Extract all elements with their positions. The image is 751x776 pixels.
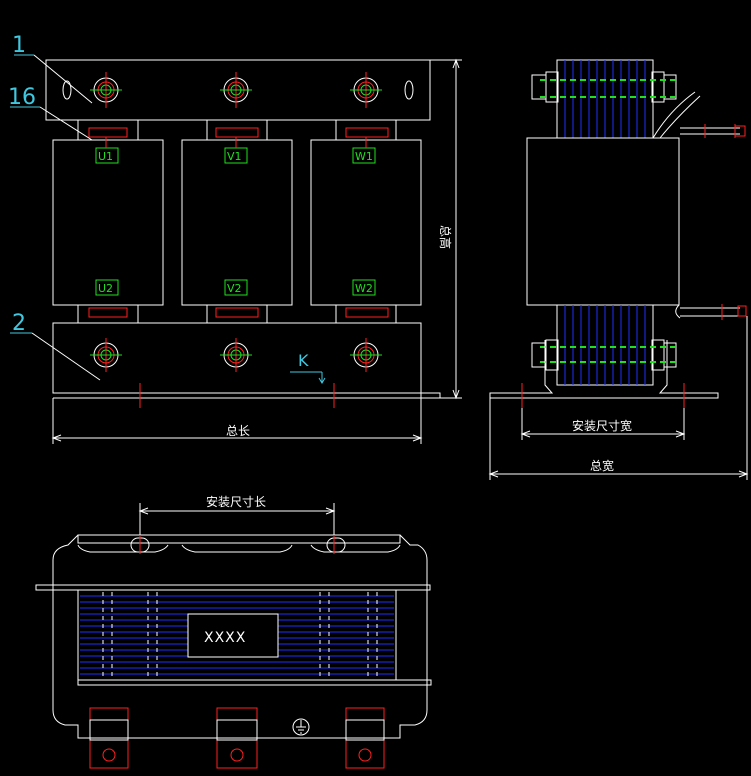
mount-slot-right xyxy=(404,80,414,100)
terminal-label-bottom: W2 xyxy=(355,282,373,295)
side-core xyxy=(526,137,680,306)
terminal-label-bottom: V2 xyxy=(227,282,242,295)
bolt-nut-icon xyxy=(90,72,122,108)
terminal-label-top: U1 xyxy=(98,150,113,163)
bolt-nut-icon xyxy=(220,72,252,108)
dim-total-height: 总高 xyxy=(438,225,453,249)
nameplate-text: XXXX xyxy=(204,630,246,646)
ground-symbol-icon xyxy=(292,718,310,736)
top-view: 安装尺寸长 xyxy=(35,494,432,769)
mount-slot-left xyxy=(62,80,72,100)
side-view: 安装尺寸宽 总宽 xyxy=(488,59,749,480)
callout-2: 2 xyxy=(12,311,26,336)
dim-mount-length: 安装尺寸长 xyxy=(206,494,266,509)
callout-1: 1 xyxy=(12,33,26,58)
dim-total-width: 总宽 xyxy=(590,458,614,473)
dim-total-length: 总长 xyxy=(226,424,250,438)
bolt-nut-icon xyxy=(90,338,122,372)
bolt-nut-icon xyxy=(350,72,382,108)
bolt-nut-icon xyxy=(220,338,252,372)
dim-mount-width: 安装尺寸宽 xyxy=(572,418,632,433)
bolt-nut-icon xyxy=(350,338,382,372)
terminal-label-top: V1 xyxy=(227,150,242,163)
front-view: U1 V1 W1 U2 V2 W2 xyxy=(8,33,462,444)
nameplate xyxy=(187,613,279,658)
terminal-label-bottom: U2 xyxy=(98,282,113,295)
top-body-outline xyxy=(52,534,428,739)
section-marker-k: K xyxy=(298,351,309,370)
callout-16: 16 xyxy=(8,85,36,110)
bolt-head-icon xyxy=(531,74,547,100)
terminal-label-top: W1 xyxy=(355,150,373,163)
